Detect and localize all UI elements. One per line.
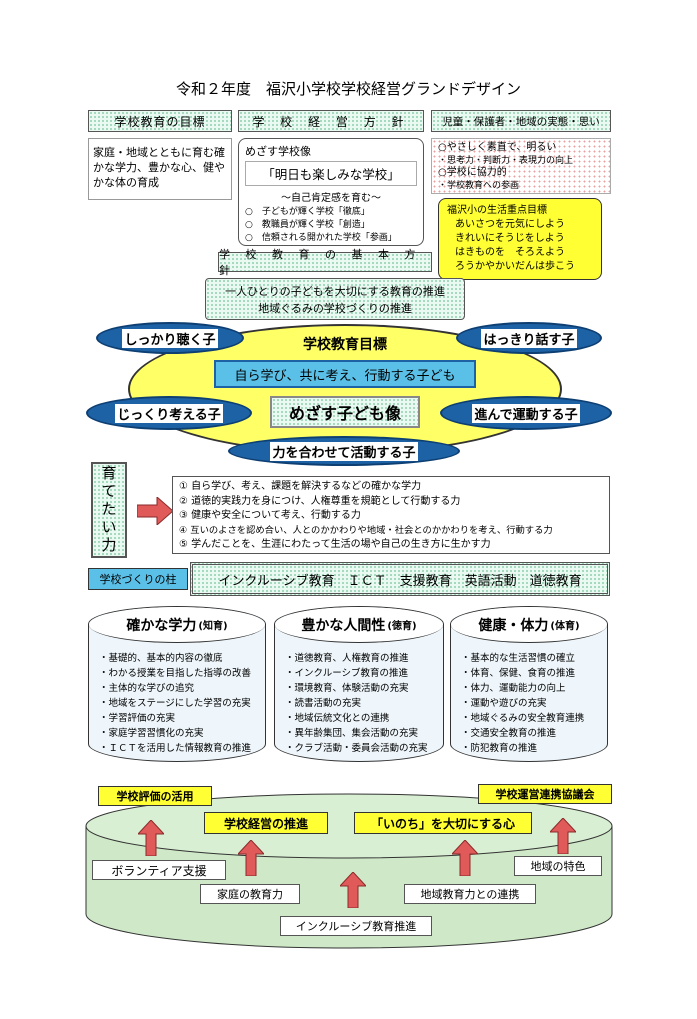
seikatsu-item: ろうかやかいだんは歩こう	[455, 261, 575, 272]
arrow-up-icon	[138, 820, 164, 856]
katei-tag: 家庭の教育力	[200, 884, 300, 904]
pillar-item: ・ＩＣＴを活用した情報教育の推進	[99, 743, 252, 754]
sodate-item: ⑤ 学んだことを、生涯にわたって生活の場や自己の生き方に生かす力	[179, 539, 491, 550]
pillar-item: ・運動や遊びの充実	[461, 698, 547, 709]
pillar-item: ・異年齢集団、集会活動の充実	[285, 728, 419, 739]
arrow-up-icon	[238, 840, 264, 876]
suishin-tag: 学校経営の推進	[204, 812, 328, 834]
kihon-hoshin-header: 学 校 教 育 の 基 本 方 針	[218, 248, 432, 277]
seikatsu-item: きれいにそうじをしよう	[455, 233, 565, 244]
pillar-item: ・体力、運動能力の向上	[461, 683, 566, 694]
arrow-up-icon	[452, 840, 478, 876]
pillar-taiiku: 健康・体力(体育) ・基本的な生活習慣の確立 ・体育、保健、食育の推進 ・体力、…	[450, 606, 608, 762]
jittai-box: ○やさしく素直で、明るい ・思考力・判断力・表現力の向上 ○学校に協力的 ・学校…	[431, 138, 611, 194]
arrow-up-icon	[550, 818, 576, 854]
pillar-item: ・体育、保健、食育の推進	[461, 668, 576, 679]
pillar-tag: (徳育)	[387, 621, 417, 632]
mokuhyo-header: 学校教育の目標	[88, 110, 232, 132]
trait-label: はっきり話す子	[481, 328, 577, 348]
trait-label: しっかり聴く子	[122, 328, 218, 348]
pillar-item: ・地域ぐるみの安全教育連携	[461, 713, 585, 724]
pillar-title: 確かな学力	[126, 617, 197, 634]
mokuhyo-text: 家庭・地域とともに育む確かな学力、豊かな心、健やかな体の育成	[93, 146, 225, 189]
sodate-item: ④ 互いのよさを認め合い、人とのかかわりや地域・社会とのかかわりを考え、行動する…	[179, 524, 553, 536]
pillar-item: ・交通安全教育の推進	[461, 728, 557, 739]
hoshin-item: ○ 教職員が輝く学校「創造」	[245, 220, 370, 230]
pillar-chiiku: 確かな学力(知育) ・基礎的、基本的内容の徹底 ・わかる授業を目指した指導の改善…	[88, 606, 266, 762]
trait-ellipse-bottom: 力を合わせて活動する子	[228, 436, 460, 466]
pillar-item: ・基礎的、基本的内容の徹底	[99, 653, 223, 664]
pillar-item: ・読書活動の充実	[285, 698, 362, 709]
trait-label: じっくり考える子	[115, 403, 223, 423]
pillar-tokuiku: 豊かな人間性(徳育) ・道徳教育、人権教育の推進 ・インクルーシブ教育の推進 ・…	[274, 606, 444, 762]
pillar-item: ・学習評価の充実	[99, 713, 176, 724]
sodate-label: 育てたい力	[99, 465, 118, 555]
kihon-box: 一人ひとりの子どもを大切にする教育の推進 地域ぐるみの学校づくりの推進	[205, 278, 465, 320]
pillar-tag: (体育)	[550, 621, 580, 632]
jittai-item: ・学校教育への参画	[438, 180, 520, 191]
pillar-header: 健康・体力(体育)	[451, 607, 607, 643]
trait-ellipse-ml: じっくり考える子	[86, 396, 252, 430]
inochi-tag: 「いのち」を大切にする心	[354, 812, 532, 834]
pillar-item: ・クラブ活動・委員会活動の充実	[285, 743, 428, 754]
hoshin-item: ○ 子どもが輝く学校「徹底」	[245, 207, 370, 217]
pillar-item: ・インクルーシブ教育の推進	[285, 668, 409, 679]
trait-ellipse-tl: しっかり聴く子	[96, 322, 244, 354]
sodate-box: ① 自ら学び、考え、課題を解決するなどの確かな学力 ② 道徳的実践力を身につけ、…	[172, 476, 610, 554]
jittai-item: ○やさしく素直で、明るい	[438, 142, 557, 153]
pillar-item: ・防犯教育の推進	[461, 743, 538, 754]
page-title: 令和２年度 福沢小学校学校経営グランドデザイン	[175, 80, 521, 98]
hoshin-lead: めざす学校像	[245, 145, 311, 158]
mezasu-box: めざす子ども像	[270, 396, 420, 428]
pillar-item: ・家庭学習習慣化の充実	[99, 728, 204, 739]
pillar-title: 豊かな人間性	[301, 617, 386, 634]
jittai-item: ○学校に協力的	[438, 167, 507, 178]
hoshin-box: めざす学校像 「明日も楽しみな学校」 ～自己肯定感を育む～ ○ 子どもが輝く学校…	[238, 138, 424, 246]
sodate-item: ③ 健康や安全について考え、行動する力	[179, 510, 361, 521]
kihon-text: 地域ぐるみの学校づくりの推進	[258, 302, 412, 315]
hoshin-slogan: 「明日も楽しみな学校」	[245, 161, 417, 186]
pillar-item: ・地域伝統文化との連携	[285, 713, 390, 724]
jittai-item: ・思考力・判断力・表現力の向上	[438, 155, 574, 166]
pillar-item: ・道徳教育、人権教育の推進	[285, 653, 409, 664]
trait-label: 進んで運動する子	[472, 403, 580, 423]
pillar-item: ・地域をステージにした学習の充実	[99, 698, 251, 709]
sodate-label-box: 育てたい力	[91, 462, 127, 558]
pillar-title: 健康・体力	[478, 617, 549, 634]
seikatsu-title: 福沢小の生活重点目標	[447, 205, 547, 216]
kyogikai-tag: 学校運営連携協議会	[478, 784, 612, 804]
mokuhyo-box: 家庭・地域とともに育む確かな学力、豊かな心、健やかな体の育成	[88, 138, 232, 200]
pillar-tag: (知育)	[198, 621, 228, 632]
seikatsu-item: あいさつを元気にしよう	[455, 219, 565, 230]
pillar-item: ・基本的な生活習慣の確立	[461, 653, 576, 664]
trait-ellipse-tr: はっきり話す子	[456, 322, 602, 354]
hoshin-header: 学 校 経 営 方 針	[238, 110, 424, 132]
arrow-up-icon	[340, 872, 366, 908]
volunteer-tag: ボランティア支援	[92, 860, 226, 880]
chiiki-tag: 地域教育力との連携	[404, 884, 536, 904]
pillar-item: ・わかる授業を目指した指導の改善	[99, 668, 252, 679]
arrow-right-icon	[137, 497, 173, 525]
goal-banner: 自ら学び、共に考え、行動する子ども	[214, 360, 476, 388]
pillar-item: ・主体的な学びの追究	[99, 683, 195, 694]
hyoka-tag: 学校評価の活用	[98, 786, 212, 806]
kihon-text: 一人ひとりの子どもを大切にする教育の推進	[225, 285, 445, 298]
hashira-box: インクルーシブ教育 ＩＣＴ 支援教育 英語活動 道徳教育	[190, 562, 610, 596]
hoshin-item: ○ 信頼される開かれた学校「参画」	[245, 233, 397, 243]
hashira-label: 学校づくりの柱	[88, 568, 188, 590]
goal-title: 学校教育目標	[303, 337, 387, 353]
jittai-header: 児童・保護者・地域の実態・思い	[431, 110, 611, 132]
pillar-header: 豊かな人間性(徳育)	[275, 607, 443, 643]
seikatsu-item: はきものを そろえよう	[455, 247, 565, 258]
hoshin-sub: ～自己肯定感を育む～	[281, 193, 381, 204]
trait-ellipse-mr: 進んで運動する子	[440, 396, 612, 430]
pillar-item: ・環境教育、体験活動の充実	[285, 683, 409, 694]
pillar-header: 確かな学力(知育)	[89, 607, 265, 643]
seikatsu-box: 福沢小の生活重点目標 あいさつを元気にしよう きれいにそうじをしよう はきものを…	[438, 198, 602, 280]
inclusive-tag: インクルーシブ教育推進	[280, 916, 432, 936]
trait-label: 力を合わせて活動する子	[270, 441, 418, 461]
sodate-item: ② 道徳的実践力を身につけ、人権尊重を規範として行動する力	[179, 495, 461, 507]
tokushoku-tag: 地域の特色	[514, 856, 602, 876]
sodate-item: ① 自ら学び、考え、課題を解決するなどの確かな学力	[179, 481, 422, 492]
